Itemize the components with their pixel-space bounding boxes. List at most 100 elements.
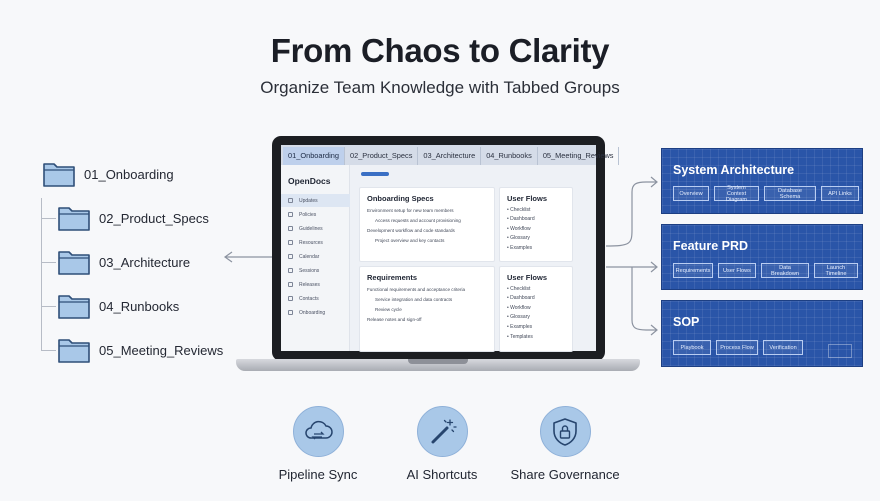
cloud-sync-icon	[305, 420, 333, 439]
feature-label: Share Governance	[510, 467, 620, 482]
panel-title: System Architecture	[673, 163, 795, 177]
app-brand: OpenDocs	[288, 176, 331, 186]
app-main: Onboarding Specs Environment setup for n…	[350, 165, 596, 352]
sidebar-item[interactable]: Guidelines	[281, 222, 350, 235]
page-icon	[288, 282, 293, 287]
decoration	[828, 344, 852, 358]
chip[interactable]: System Context Diagram	[714, 185, 759, 203]
shield-lock-icon	[553, 417, 577, 446]
chip[interactable]: Data Breakdown	[761, 263, 809, 278]
branch-arrows-icon	[605, 176, 658, 336]
card-onboarding-specs[interactable]: Onboarding Specs Environment setup for n…	[359, 187, 495, 262]
tab-bar: 01_Onboarding 02_Product_Specs 03_Archit…	[281, 145, 620, 165]
sidebar-item[interactable]: Calendar	[281, 250, 350, 263]
tree-connector	[41, 350, 56, 351]
panel-system-architecture[interactable]: System Architecture Overview System Cont…	[661, 148, 863, 214]
folder-label: 04_Runbooks	[99, 298, 180, 314]
folder-architecture[interactable]: 03_Architecture	[57, 248, 190, 276]
folder-onboarding[interactable]: 01_Onboarding	[42, 160, 174, 188]
tab-runbooks[interactable]: 04_Runbooks	[481, 147, 538, 165]
sidebar-item[interactable]: Contacts	[281, 292, 350, 305]
folder-icon	[58, 339, 90, 363]
folder-product-specs[interactable]: 02_Product_Specs	[57, 204, 209, 232]
chip[interactable]: Playbook	[673, 340, 711, 355]
card-requirements[interactable]: Requirements Functional requirements and…	[359, 266, 495, 352]
chip-row: Playbook Process Flow Verification	[673, 340, 803, 355]
card-line: Environment setup for new team members	[367, 208, 454, 213]
sidebar-item[interactable]: Updates	[281, 194, 350, 207]
chip[interactable]: Overview	[673, 186, 709, 201]
list-item: • Templates	[507, 333, 533, 340]
feature-share-governance[interactable]: Share Governance	[495, 406, 635, 482]
card-line: Functional requirements and acceptance c…	[367, 287, 466, 292]
tab-meeting-reviews[interactable]: 05_Meeting_Reviews	[538, 147, 620, 165]
feature-label: AI Shortcuts	[406, 467, 478, 482]
list-item: • Checklist	[507, 285, 531, 292]
card-line: Service integration and data contracts	[375, 297, 453, 302]
sidebar-item[interactable]: Releases	[281, 278, 350, 291]
chip[interactable]: Process Flow	[716, 340, 758, 355]
chip[interactable]: Verification	[763, 340, 803, 355]
card-line: Development workflow and code standards	[367, 228, 455, 233]
folder-label: 05_Meeting_Reviews	[99, 342, 224, 358]
panel-feature-prd[interactable]: Feature PRD Requirements User Flows Data…	[661, 224, 863, 290]
folder-runbooks[interactable]: 04_Runbooks	[57, 292, 179, 320]
card-line: Access requests and account provisioning	[375, 218, 461, 223]
tab-onboarding[interactable]: 01_Onboarding	[283, 147, 345, 165]
tree-connector	[41, 218, 56, 219]
page-subtitle: Organize Team Knowledge with Tabbed Grou…	[260, 78, 620, 97]
card-title: Onboarding Specs	[367, 194, 434, 203]
folder-tree: 01_Onboarding 02_Product_Specs 03_Archit…	[0, 0, 240, 380]
panel-sop[interactable]: SOP Playbook Process Flow Verification	[661, 300, 863, 367]
tab-architecture[interactable]: 03_Architecture	[418, 147, 482, 165]
page-icon	[288, 240, 293, 245]
folder-label: 02_Product_Specs	[99, 210, 209, 226]
chip[interactable]: Requirements	[673, 263, 713, 278]
sidebar-item[interactable]: Resources	[281, 236, 350, 249]
list-item: • Glossary	[507, 235, 530, 242]
folder-icon	[58, 207, 90, 231]
app-sidebar: OpenDocs Updates Policies Guidelines Res…	[281, 165, 350, 351]
folder-icon	[43, 163, 75, 187]
chip[interactable]: User Flows	[718, 263, 756, 278]
feature-ai-shortcuts[interactable]: AI Shortcuts	[372, 406, 512, 482]
card-line: Release notes and sign-off	[367, 317, 422, 322]
list-item: • Glossary	[507, 314, 530, 321]
feature-label: Pipeline Sync	[278, 467, 358, 482]
page-icon	[288, 198, 293, 203]
sidebar-item[interactable]: Onboarding	[281, 306, 350, 319]
page-icon	[288, 296, 293, 301]
panel-title: Feature PRD	[673, 239, 749, 253]
folder-label: 01_Onboarding	[84, 166, 174, 182]
chip-row: Requirements User Flows Data Breakdown L…	[673, 263, 858, 278]
app-window: 01_Onboarding 02_Product_Specs 03_Archit…	[281, 145, 620, 352]
chip[interactable]: API Links	[821, 186, 859, 201]
folder-label: 03_Architecture	[99, 254, 191, 270]
panel-title: SOP	[673, 315, 700, 329]
list-item: • Dashboard	[507, 216, 535, 223]
feature-pipeline-sync[interactable]: Pipeline Sync	[248, 406, 388, 482]
list-item: • Workflow	[507, 225, 531, 232]
folder-icon	[58, 251, 90, 275]
card-line: Project overview and key contacts	[375, 238, 445, 243]
tree-connector	[41, 198, 42, 350]
page-title: From Chaos to Clarity	[270, 32, 610, 69]
feature-circle	[292, 406, 344, 457]
sidebar-item[interactable]: Policies	[281, 208, 350, 221]
folder-icon	[58, 295, 90, 319]
card-user-flows-2[interactable]: User Flows • Checklist • Dashboard • Wor…	[499, 266, 573, 352]
card-line: Review cycle	[375, 307, 402, 312]
laptop-notch	[408, 359, 468, 364]
folder-meeting-reviews[interactable]: 05_Meeting_Reviews	[57, 336, 223, 364]
tab-product-specs[interactable]: 02_Product_Specs	[345, 147, 419, 165]
tree-connector	[41, 262, 56, 263]
sidebar-item[interactable]: Sessions	[281, 264, 350, 277]
magic-wand-icon	[431, 418, 457, 443]
chip[interactable]: Database Schema	[764, 186, 816, 201]
list-item: • Workflow	[507, 304, 531, 311]
page-icon	[288, 212, 293, 217]
progress-pill	[361, 172, 389, 176]
card-title: User Flows	[507, 273, 548, 282]
chip[interactable]: Launch Timeline	[814, 263, 858, 278]
card-user-flows[interactable]: User Flows • Checklist • Dashboard • Wor…	[499, 187, 573, 262]
